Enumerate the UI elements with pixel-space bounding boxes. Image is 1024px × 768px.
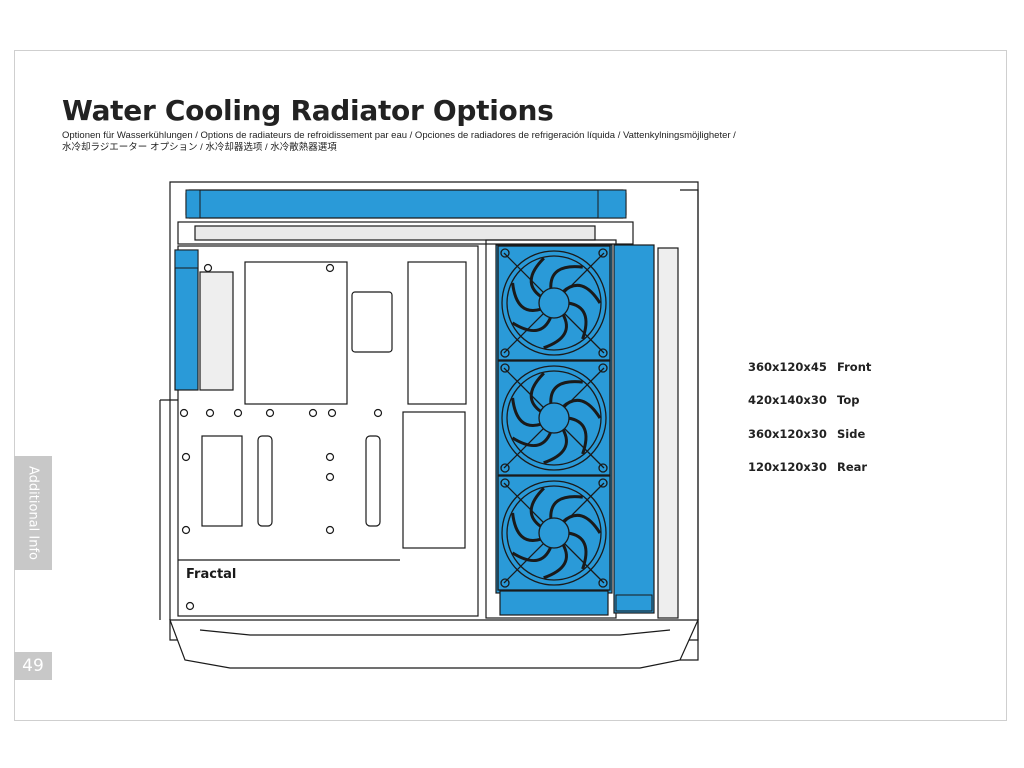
fan <box>497 245 611 361</box>
standoff <box>325 263 335 273</box>
spec-row-rear: 120x120x30 Rear <box>748 460 871 493</box>
standoff <box>233 408 243 418</box>
fan-blade <box>511 282 542 312</box>
fan-blade <box>511 431 553 447</box>
fractal-logo: Fractal <box>186 567 236 582</box>
standoff <box>325 525 335 535</box>
grommet-1 <box>257 435 273 527</box>
standoff <box>181 452 191 462</box>
standoff <box>205 408 215 418</box>
fan-blade <box>561 398 602 419</box>
standoff <box>308 408 318 418</box>
fan-blade <box>543 543 568 580</box>
spec-position: Front <box>837 360 872 374</box>
top-rail <box>177 221 634 245</box>
top-fan-rail <box>194 225 596 241</box>
rear-radiator <box>174 249 199 391</box>
grommet-2 <box>365 435 381 527</box>
front-panel <box>680 189 699 661</box>
page-number: 49 <box>14 652 52 680</box>
standoff <box>265 408 275 418</box>
side-radiator <box>613 244 655 614</box>
rear-edge <box>159 399 178 620</box>
fan-blade <box>561 283 602 304</box>
standoff <box>327 408 337 418</box>
subtitle-asian-translations: 水冷却ラジエーター オプション / 水冷却器选项 / 水冷散熱器選項 <box>62 142 337 153</box>
standoff <box>179 408 189 418</box>
fan-blade <box>549 265 583 290</box>
fan-blade <box>511 546 553 562</box>
psu-cover <box>402 411 466 549</box>
spec-size: 360x120x45 <box>748 360 827 374</box>
spec-row-front: 360x120x45 Front <box>748 360 871 393</box>
front-fan-rail <box>657 247 679 619</box>
spec-position: Rear <box>837 459 868 474</box>
fan-hub <box>538 517 570 549</box>
motherboard-tray <box>177 245 479 617</box>
spec-row-top: 420x140x30 Top <box>748 393 871 426</box>
fan-hub <box>538 287 570 319</box>
fan <box>497 360 611 476</box>
fan-blade <box>549 380 583 405</box>
spec-position: Side <box>837 426 866 441</box>
case-base <box>169 619 699 669</box>
mb-cutout-left <box>201 435 243 527</box>
spec-size: 360x120x30 <box>748 426 827 441</box>
fan-blade <box>511 316 553 332</box>
standoff <box>181 525 191 535</box>
page-subtitle: Optionen für Wasserkühlungen / Options d… <box>62 130 822 154</box>
fan-blade <box>561 513 602 534</box>
standoff <box>325 472 335 482</box>
standoff <box>325 452 335 462</box>
section-tab-additional-info[interactable]: Additional Info <box>14 456 52 570</box>
subtitle-translations: Optionen für Wasserkühlungen / Options d… <box>62 130 736 141</box>
top-radiator <box>185 189 627 219</box>
page-title: Water Cooling Radiator Options <box>62 94 554 127</box>
fan <box>497 475 611 591</box>
standoff <box>373 408 383 418</box>
fan-blade <box>511 397 542 427</box>
standoff <box>203 263 213 273</box>
spec-row-side: 360x120x30 Side <box>748 427 871 460</box>
cutout-top <box>244 261 348 405</box>
fan-blade <box>543 313 568 350</box>
radiator-spec-list: 360x120x45 Front 420x140x30 Top 360x120x30… <box>748 360 871 493</box>
spec-position: Top <box>837 393 860 408</box>
cutout-small <box>351 291 393 353</box>
standoff <box>185 601 195 611</box>
fan-blade <box>511 512 542 542</box>
front-radiator <box>495 244 613 616</box>
fan-blade <box>543 428 568 465</box>
spec-size: 420x140x30 <box>748 393 827 408</box>
spec-size: 120x120x30 <box>748 459 827 474</box>
rear-fan <box>199 271 234 391</box>
cable-cover <box>407 261 467 405</box>
base-line <box>199 629 671 636</box>
fan-blade <box>549 495 583 520</box>
section-tab-label: Additional Info <box>25 466 41 560</box>
fan-hub <box>538 402 570 434</box>
